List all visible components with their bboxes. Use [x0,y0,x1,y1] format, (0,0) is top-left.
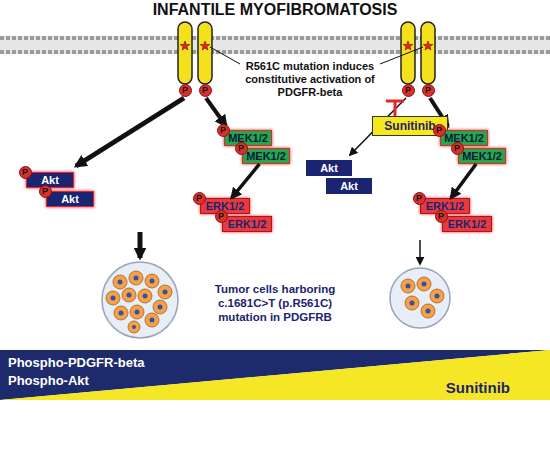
node-text: Akt [340,180,358,192]
node-text: MEK1/2 [246,150,286,162]
phospho-mark: P [215,210,228,223]
phospho-mark: P [435,210,448,223]
phospho-mark: P [199,84,212,97]
phospho-mark: P [433,124,446,137]
phospho-mark: P [39,185,52,198]
node-text: Sunitinib [446,379,510,396]
kinase-box: Akt [306,160,352,176]
diagram-title: INFANTILE MYOFIBROMATOSIS [0,1,550,19]
signal-arrow [232,164,260,198]
phospho-mark: P [217,124,230,137]
phospho-mark: P [413,192,426,205]
receptor-left [178,22,212,84]
signal-arrow [451,164,476,198]
kinase-box: MEK1/2 [458,148,506,164]
node-text: Sunitinib [384,119,435,133]
tumor-cells-right [390,268,450,328]
kinase-box: Akt [46,191,94,207]
phospho-mark: P [402,84,415,97]
phospho-mark: P [179,84,192,97]
gradient-band: Sunitinib [0,350,550,400]
inhibition-bar [386,101,404,116]
kinase-box: MEK1/2 [224,130,272,146]
kinase-box: Akt [326,178,372,194]
phospho-mark: P [193,192,206,205]
signal-arrows [76,98,448,264]
node-text: ERK1/2 [228,218,267,230]
cell-membrane [0,36,550,54]
kinase-box: ERK1/2 [442,216,492,232]
band-triangle [0,350,550,400]
phospho-mark: P [422,84,435,97]
node-text: MEK1/2 [228,132,268,144]
callout-text: R561C mutation induces constitutive acti… [228,60,392,99]
phospho-mark: P [235,142,248,155]
receptor-right [401,22,435,84]
node-text: MEK1/2 [462,150,502,162]
phospho-mark: P [19,166,32,179]
tumor-cells-left [102,262,178,338]
node-text: Akt [61,193,79,205]
kinase-box: ERK1/2 [222,216,272,232]
band-triangle [0,350,550,400]
node-text: MEK1/2 [444,132,484,144]
node-text: ERK1/2 [448,218,487,230]
kinase-box: MEK1/2 [242,148,290,164]
phospho-mark: P [451,142,464,155]
note-text: Tumor cells harboring c.1681C>T (p.R561C… [200,282,350,324]
kinase-box: MEK1/2 [440,130,488,146]
node-text: Akt [320,162,338,174]
kinase-box: Akt [26,172,74,188]
